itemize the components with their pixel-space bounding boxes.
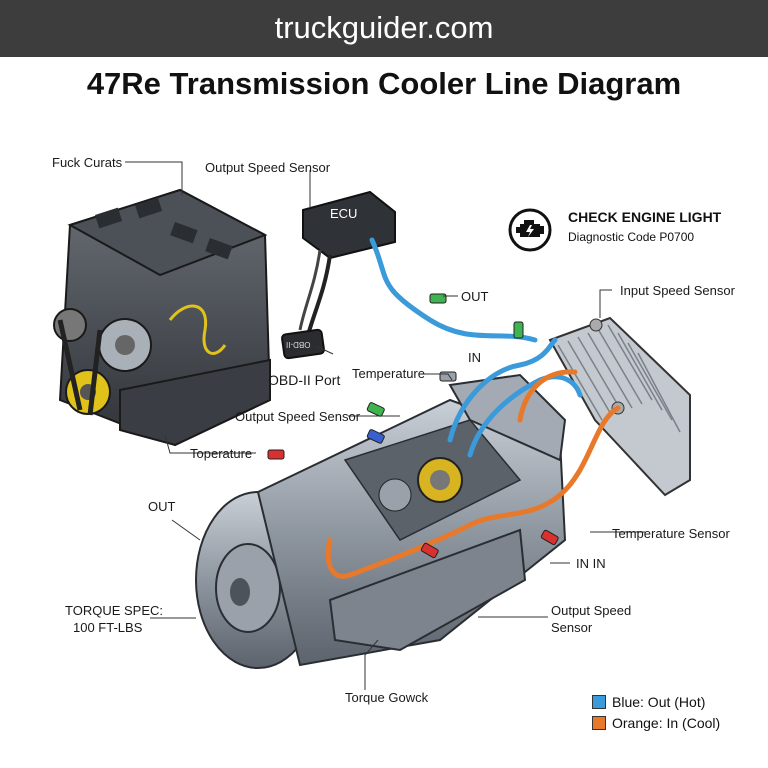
output-speed-sensor-top-label: Output Speed Sensor — [205, 160, 331, 175]
temperature-mid-label: Temperature — [352, 366, 425, 381]
temperature-sensor-label: Temperature Sensor — [612, 526, 730, 541]
obd-plug-label: OBD-II — [286, 340, 311, 349]
site-banner: truckguider.com — [0, 0, 768, 57]
torque-spec-line2: 100 FT-LBS — [73, 620, 143, 635]
check-engine-title: CHECK ENGINE LIGHT — [568, 209, 722, 225]
legend-item-orange: Orange: In (Cool) — [592, 715, 720, 731]
output-speed-line2: Sensor — [551, 620, 593, 635]
in-top-label: IN — [468, 350, 481, 365]
diagram-title: 47Re Transmission Cooler Line Diagram — [86, 66, 682, 101]
fuck-curats-label: Fuck Curats — [52, 155, 123, 170]
engine-block — [53, 188, 272, 447]
out-hot-lines — [369, 237, 583, 458]
transmission-body — [195, 373, 567, 669]
legend: Blue: Out (Hot) Orange: In (Cool) — [592, 694, 720, 736]
legend-label-orange: Orange: In (Cool) — [612, 715, 721, 731]
legend-item-blue: Blue: Out (Hot) — [592, 694, 720, 710]
check-engine-code: Diagnostic Code P0700 — [568, 230, 695, 244]
obd-plug — [281, 328, 325, 360]
out-left-label: OUT — [148, 499, 176, 514]
legend-swatch-orange — [592, 716, 606, 730]
output-speed-sensor-mid-label: Output Speed Sensor — [235, 409, 361, 424]
torque-gowck-label: Torque Gowck — [345, 690, 429, 705]
out-top-label: OUT — [461, 289, 489, 304]
ecu-label: ECU — [330, 206, 358, 221]
sensor-connectors — [267, 293, 559, 559]
in-in-label: IN IN — [576, 556, 606, 571]
input-speed-sensor-label: Input Speed Sensor — [620, 283, 735, 298]
torque-spec-label: TORQUE SPEC: 100 FT-LBS — [65, 602, 163, 636]
legend-label-blue: Blue: Out (Hot) — [612, 694, 706, 710]
obd-port-label: OBD-II Port — [268, 372, 341, 388]
oil-pan — [328, 528, 527, 652]
leader-lines — [125, 161, 645, 690]
output-speed-line1: Output Speed — [551, 603, 632, 618]
legend-swatch-blue — [592, 695, 606, 709]
in-cool-lines — [325, 369, 621, 579]
torque-spec-line1: TORQUE SPEC: — [65, 603, 164, 618]
output-speed-sensor-bottom-label: Output Speed Sensor — [551, 602, 631, 636]
check-engine-icon — [508, 208, 552, 252]
toperature-label: Toperature — [190, 446, 253, 461]
